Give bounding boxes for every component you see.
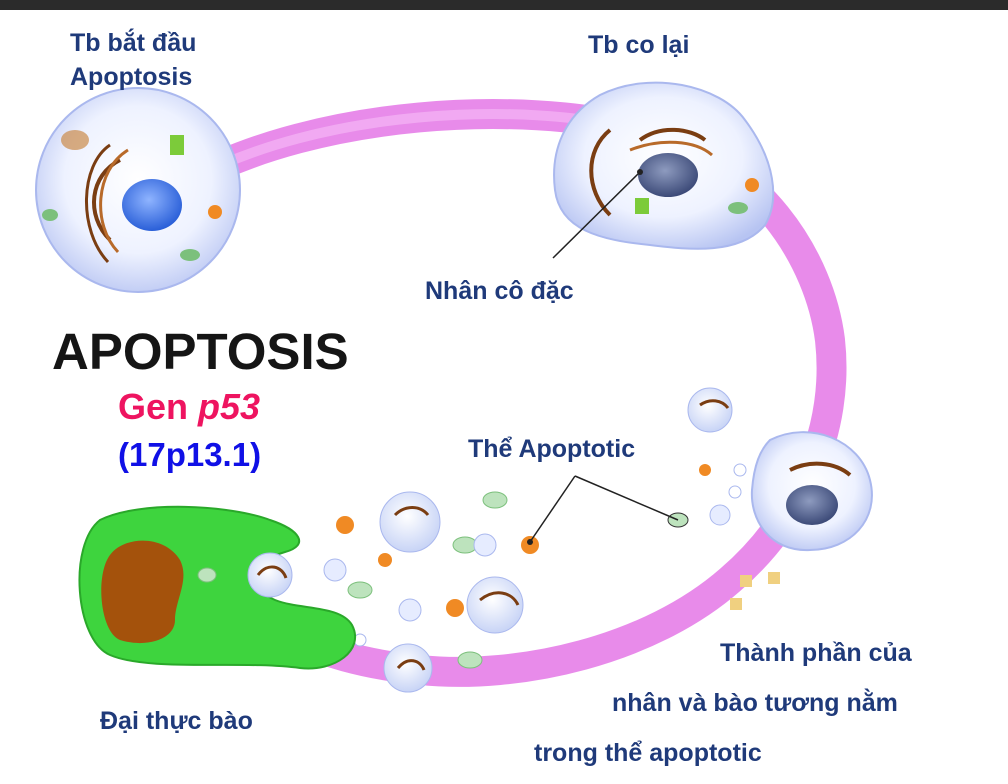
gene-prefix: Gen — [118, 386, 189, 427]
components-label-line3: trong thể apoptotic — [534, 739, 762, 767]
top-bar — [0, 0, 1008, 10]
gene-name: p53 — [198, 386, 261, 427]
apoptotic-body-label: Thể Apoptotic — [468, 435, 636, 463]
start-cell-label-line1: Tb bắt đầu — [70, 29, 197, 57]
gene-label: Gen p53 — [118, 386, 260, 428]
condensed-nucleus-label: Nhân cô đặc — [425, 277, 574, 305]
shrink-cell-label: Tb co lại — [588, 31, 690, 59]
apoptotic-bodies — [323, 463, 747, 693]
apoptotic-body-pointers — [527, 475, 679, 545]
macrophage-label: Đại thực bào — [100, 707, 253, 735]
macrophage — [78, 505, 357, 670]
components-label-line1: Thành phần của — [720, 639, 912, 667]
components-label-line2: nhân và bào tương nằm — [612, 689, 898, 717]
shrinking-cell — [552, 81, 775, 259]
start-cell — [35, 87, 241, 293]
fragmenting-cell — [687, 387, 873, 610]
start-cell-label: Tb bắt đầu Apoptosis — [70, 26, 196, 94]
start-cell-label-line2: Apoptosis — [70, 63, 193, 91]
apoptosis-title: APOPTOSIS — [52, 323, 349, 380]
gene-locus: (17p13.1) — [118, 436, 262, 473]
